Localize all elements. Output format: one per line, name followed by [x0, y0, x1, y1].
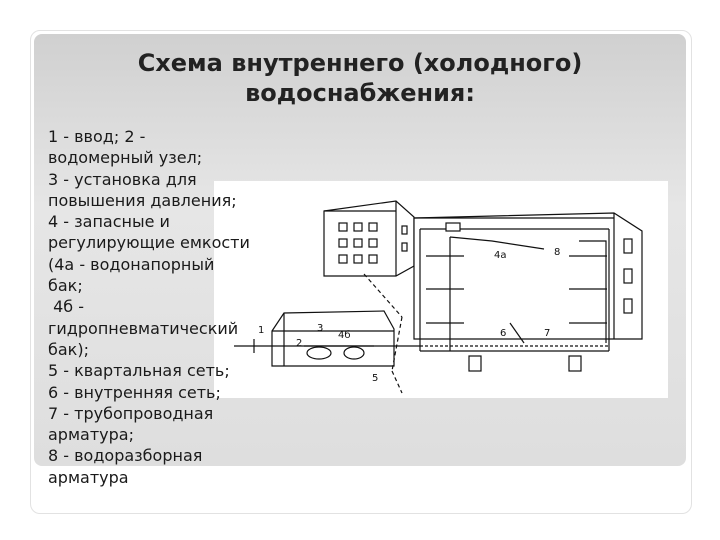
legend-line: (4а - водонапорный: [48, 254, 215, 274]
legend-line: бак;: [48, 276, 83, 296]
legend-line: 3 - установка для: [48, 169, 197, 189]
label-1: 1: [258, 325, 264, 336]
legend-line: 7 - трубопроводная: [48, 403, 214, 423]
label-3: 3: [317, 323, 323, 334]
label-4b: 4б: [338, 330, 351, 341]
water-pipe-icon: [234, 322, 609, 353]
label-5: 5: [372, 373, 378, 384]
label-8: 8: [554, 247, 560, 258]
title-line-2: водоснабжения:: [245, 79, 475, 107]
legend-line: гидропневматический: [48, 318, 239, 338]
legend-line: арматура: [48, 467, 129, 487]
legend-line: 5 - квартальная сеть;: [48, 361, 230, 381]
legend-line: арматура;: [48, 425, 134, 445]
dashed-network-icon: [363, 273, 403, 394]
legend-line: 4б -: [48, 297, 84, 317]
title-line-1: Схема внутреннего (холодного): [137, 49, 583, 77]
water-supply-diagram: 1 2 3 4б 4а 5 6 7 8: [214, 181, 668, 398]
slide-title: Схема внутреннего (холодного) водоснабже…: [80, 48, 640, 108]
small-building-icon: [323, 200, 415, 277]
legend-line: бак);: [48, 339, 89, 359]
legend-line: водомерный узел;: [48, 148, 203, 168]
legend-line: 8 - водоразборная: [48, 446, 203, 466]
main-building-icon: [413, 212, 643, 372]
legend-line: 1 - ввод; 2 -: [48, 127, 146, 146]
legend-line: повышения давления;: [48, 190, 237, 210]
label-2: 2: [296, 338, 302, 349]
label-7: 7: [544, 328, 550, 339]
pump-house-icon: [271, 310, 395, 367]
legend-line: 6 - внутренняя сеть;: [48, 382, 221, 402]
label-4a: 4а: [494, 250, 507, 261]
legend-line: 4 - запасные и: [48, 212, 170, 232]
label-6: 6: [500, 328, 506, 339]
legend-text: 1 - ввод; 2 - водомерный узел; 3 - устан…: [48, 126, 288, 488]
legend-line: регулирующие емкости: [48, 233, 250, 253]
